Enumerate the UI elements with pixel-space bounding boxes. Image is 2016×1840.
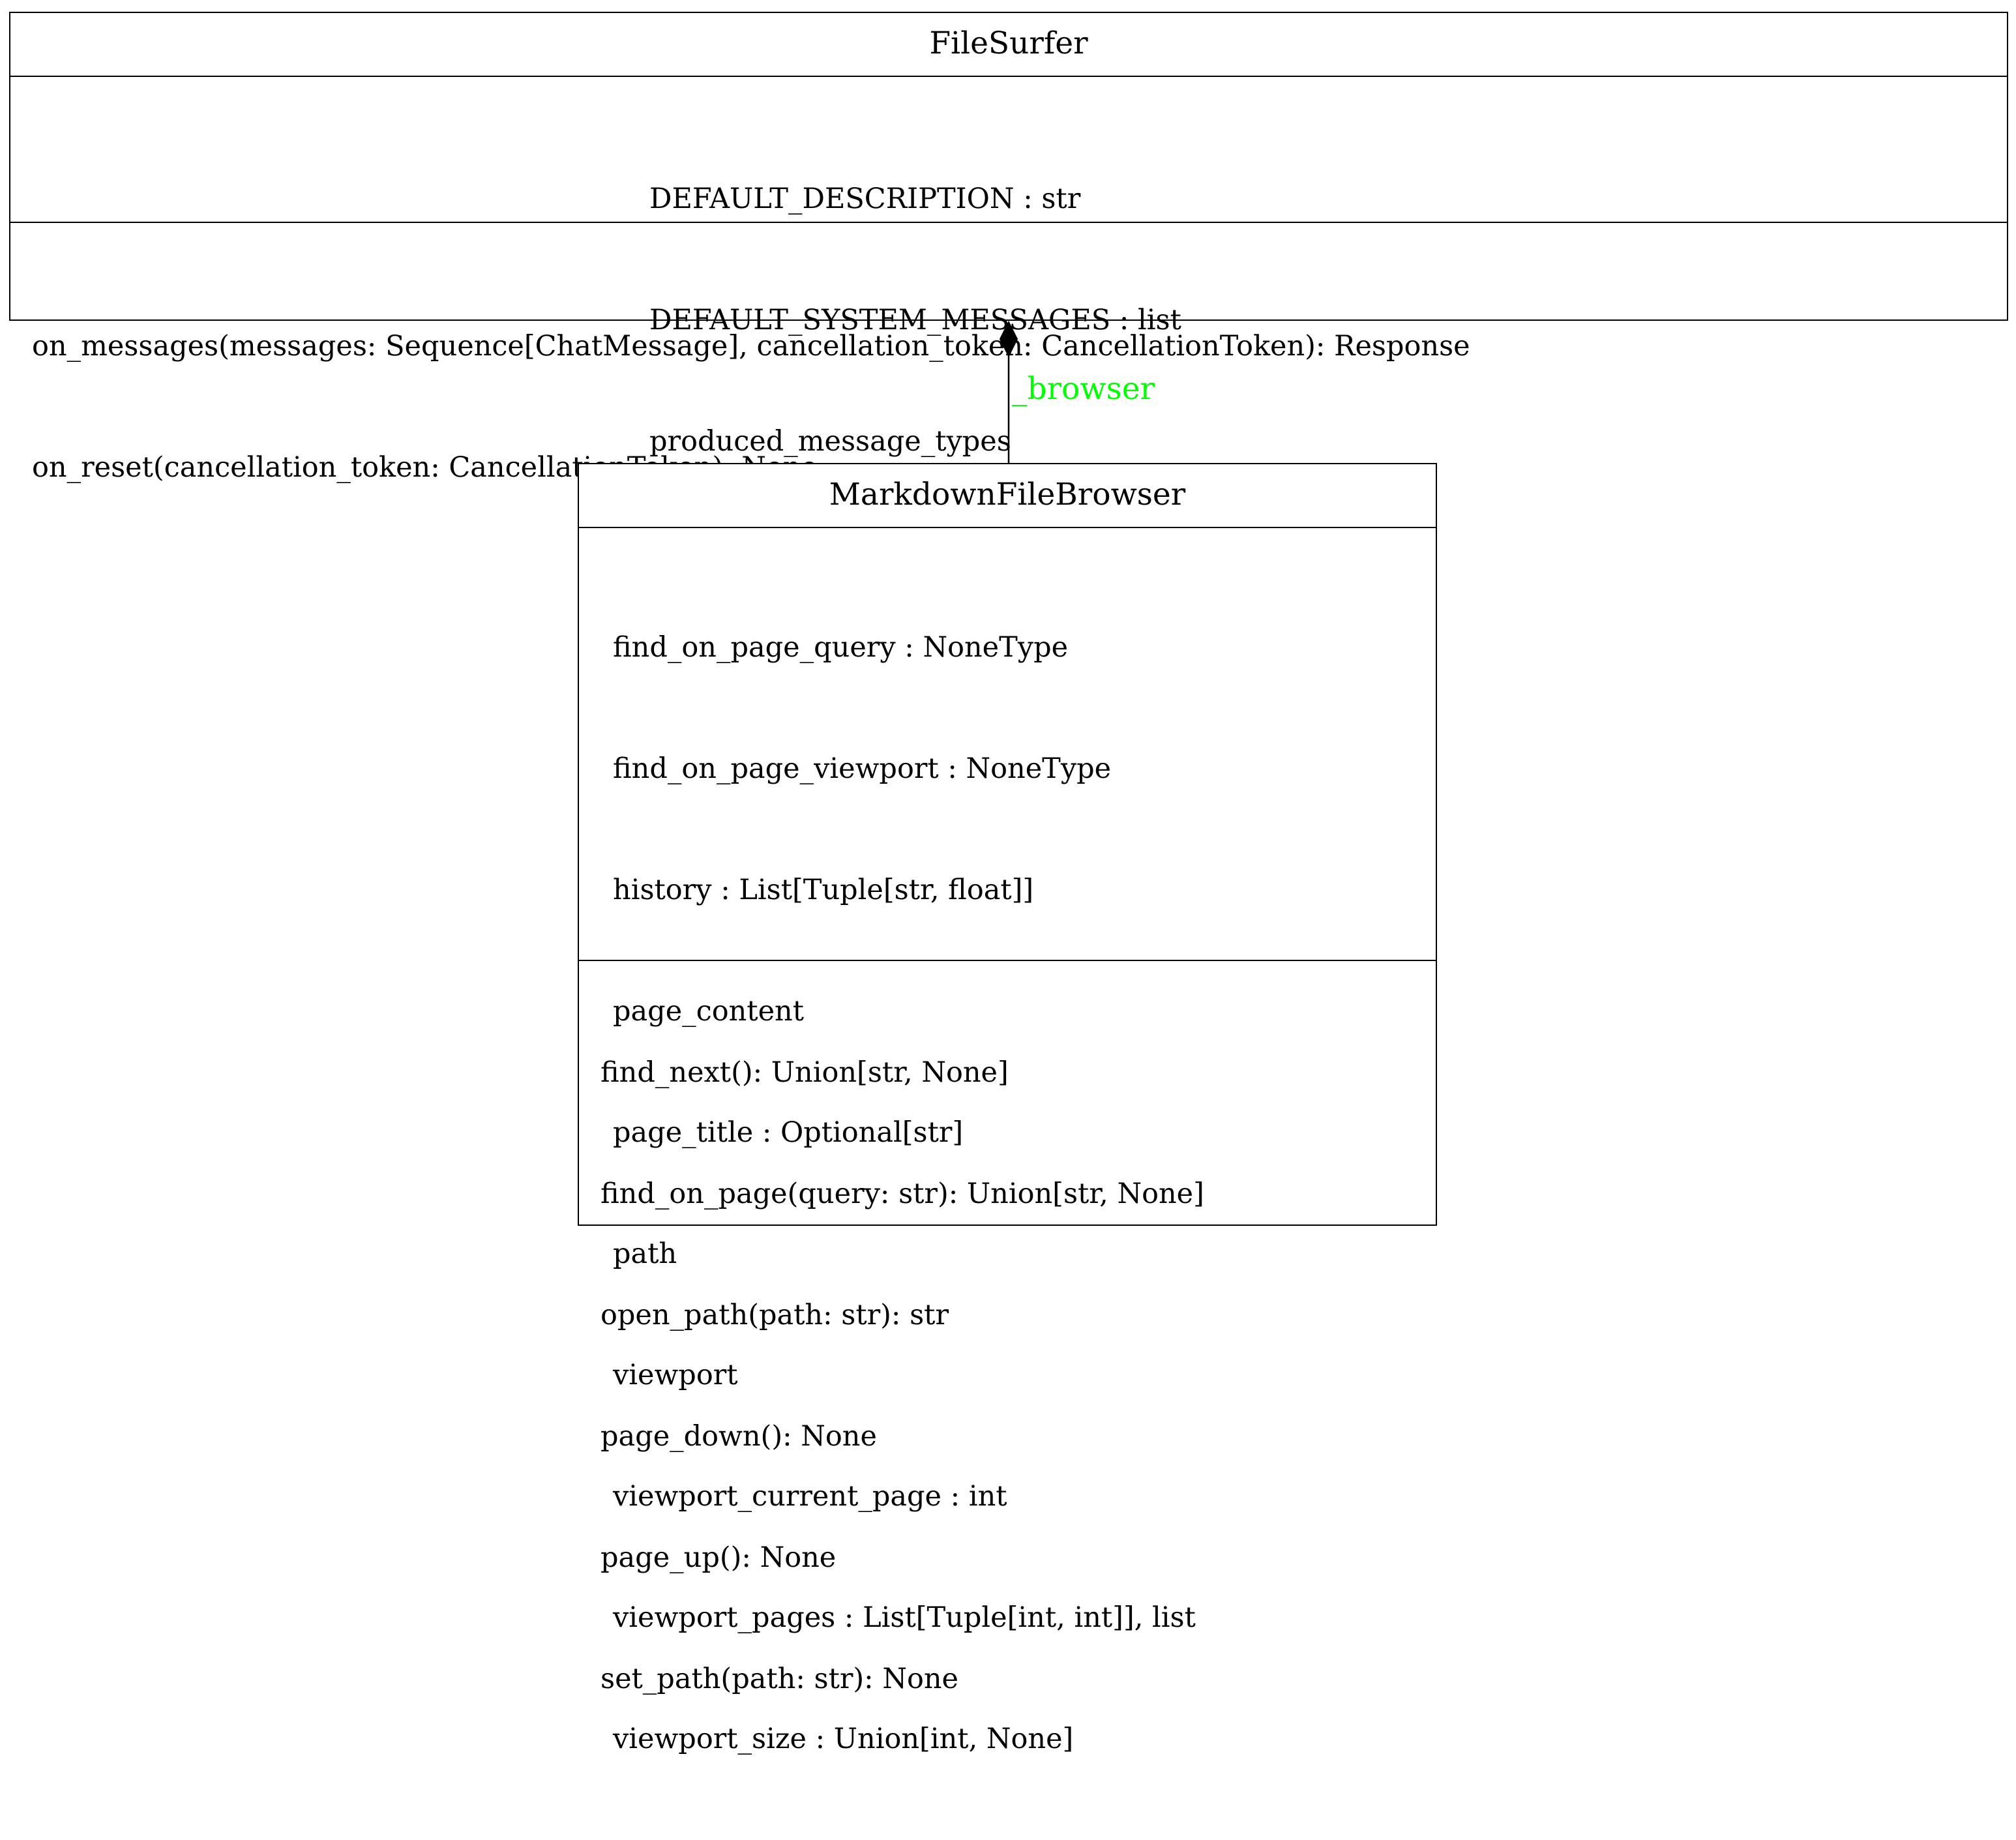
method: on_messages(messages: Sequence[ChatMessa…	[32, 330, 1470, 363]
method: open_path(path: str): str	[600, 1299, 949, 1331]
method: page_down(): None	[600, 1420, 877, 1453]
attributes-compartment: find_on_page_query : NoneType find_on_pa…	[579, 527, 1436, 1755]
attribute: find_on_page_query : NoneType	[613, 631, 1069, 664]
method: find_next(): Union[str, None]	[600, 1056, 1009, 1089]
method: find_on_page(query: str): Union[str, Non…	[600, 1178, 1204, 1210]
method: page_up(): None	[600, 1541, 837, 1574]
attribute: page_title : Optional[str]	[613, 1116, 964, 1149]
attribute: history : List[Tuple[str, float]]	[613, 874, 1034, 906]
attributes-compartment: DEFAULT_DESCRIPTION : str DEFAULT_SYSTEM…	[10, 76, 2007, 458]
class-name-markdownfilebrowser: MarkdownFileBrowser	[829, 477, 1186, 512]
attribute: page_content	[613, 995, 805, 1028]
attribute: produced_message_types	[649, 425, 1011, 458]
class-name-filesurfer: FileSurfer	[929, 25, 1088, 61]
class-markdownfilebrowser: MarkdownFileBrowser find_on_page_query :…	[578, 463, 1437, 1755]
composition-relation	[999, 320, 1018, 463]
relation-label: _browser	[1012, 371, 1155, 407]
class-filesurfer: FileSurfer DEFAULT_DESCRIPTION : str DEF…	[9, 12, 2008, 484]
method: set_path(path: str): None	[600, 1663, 958, 1695]
attribute: DEFAULT_SYSTEM_MESSAGES : list	[649, 304, 1181, 336]
attribute: find_on_page_viewport : NoneType	[613, 752, 1112, 785]
composition-diamond-icon	[999, 320, 1018, 358]
attribute: DEFAULT_DESCRIPTION : str	[649, 183, 1081, 215]
